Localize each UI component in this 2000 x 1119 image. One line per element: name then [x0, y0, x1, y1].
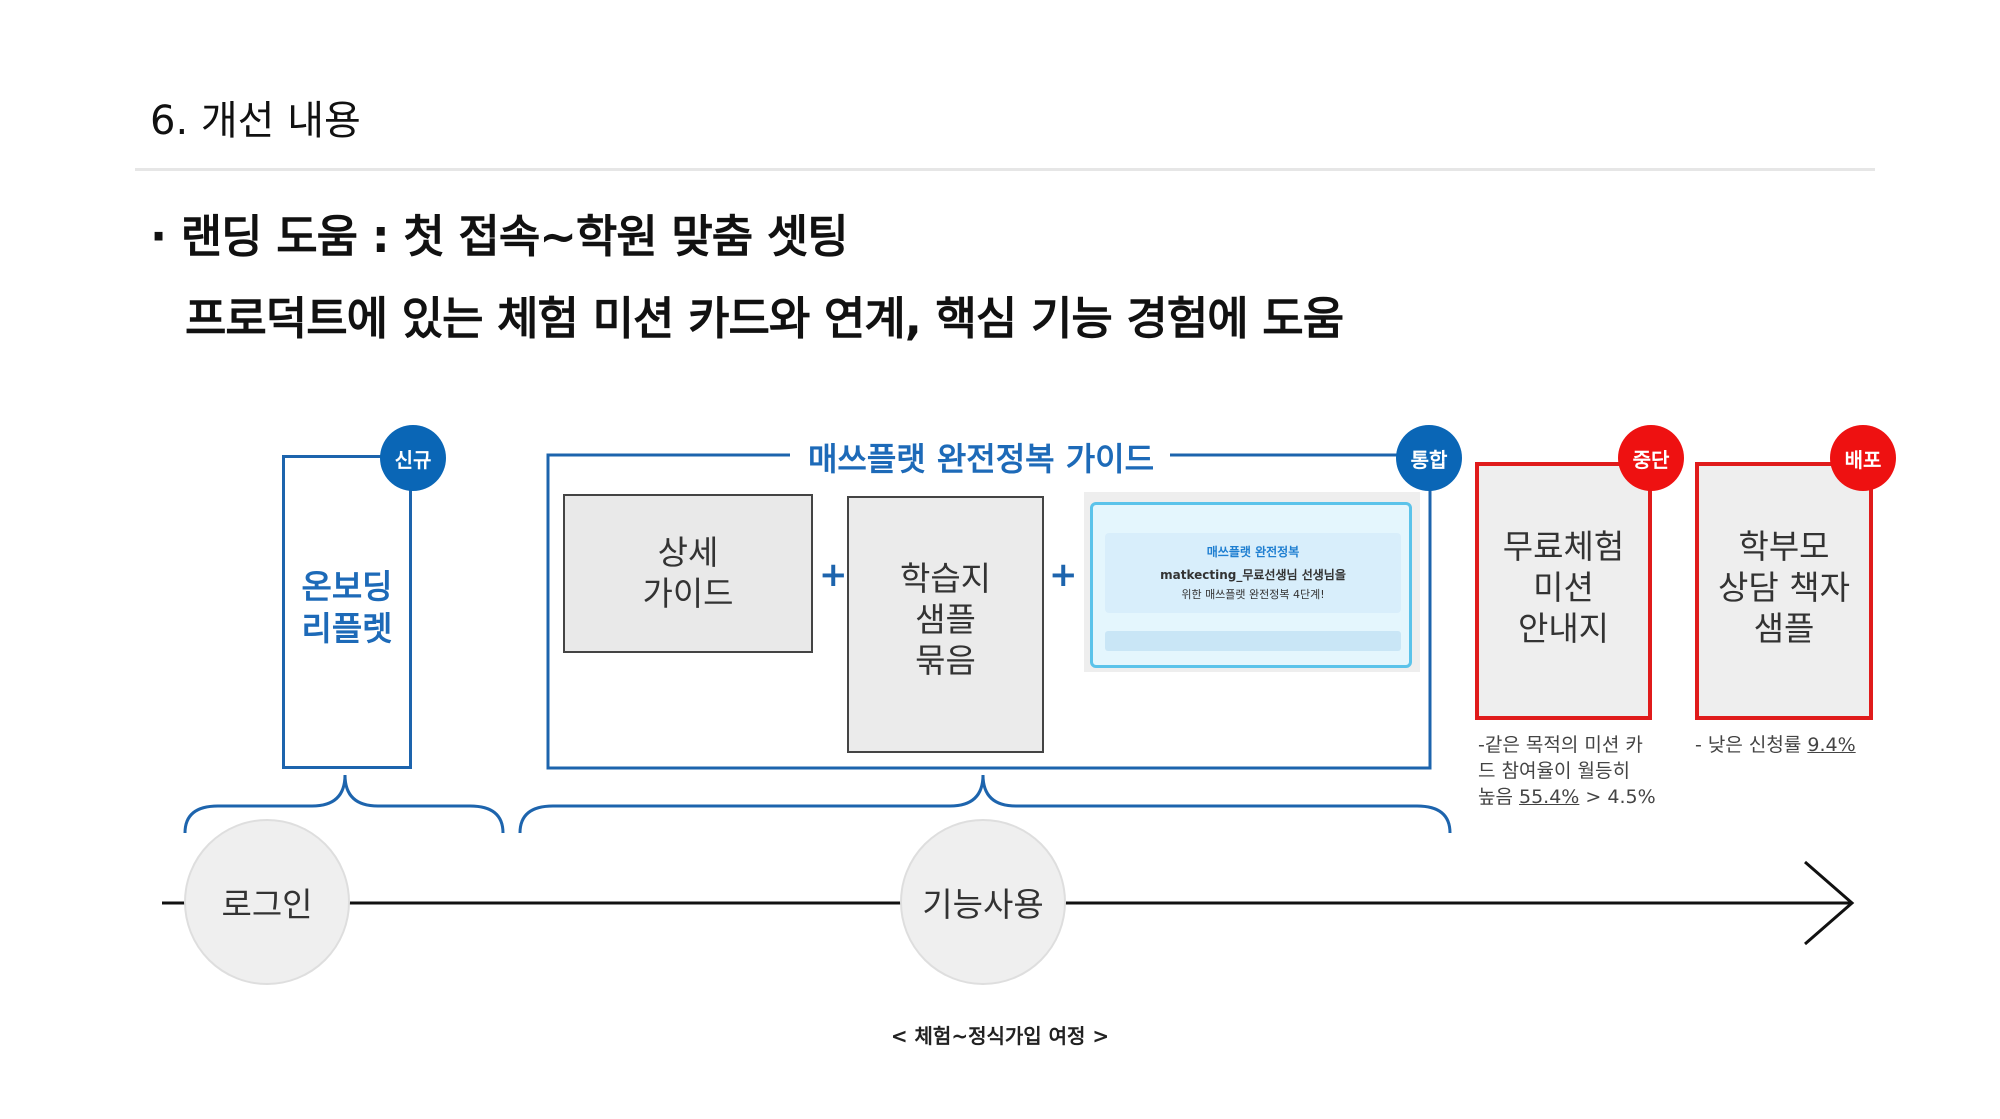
mission-note-prefix: 높음	[1478, 786, 1519, 808]
mission-line2: 미션	[1533, 568, 1594, 607]
parent-line1: 학부모	[1738, 527, 1830, 566]
guide-preview-title: 매쓰플랫 완전정복	[1206, 545, 1300, 559]
login-node: 로그인	[184, 819, 350, 985]
parent-note: - 낮은 신청률 9.4%	[1695, 732, 1895, 758]
worksheet-samples-line2: 샘플	[915, 600, 976, 639]
detailed-guide-card: 상세 가이드	[563, 494, 813, 653]
parent-booklet-box: 학부모 상담 책자 샘플	[1695, 462, 1873, 720]
onboarding-leaflet-box	[282, 455, 412, 769]
detailed-guide-label: 상세 가이드	[565, 532, 811, 614]
guide-title: 매쓰플랫 완전정복 가이드	[807, 440, 1155, 478]
guide-preview-line2: 위한 매쓰플랫 완전정복 4단계!	[1181, 588, 1325, 601]
worksheet-samples-label: 학습지 샘플 묶음	[849, 558, 1042, 681]
timeline-arrowhead	[1804, 860, 1855, 946]
feature-brace	[518, 774, 1452, 834]
worksheet-samples-line3: 묶음	[915, 641, 976, 680]
plus-sign-2: +	[1049, 555, 1078, 595]
merged-badge: 통합	[1396, 425, 1462, 491]
guide-preview-line1: matkecting_무료선생님 선생님을	[1160, 568, 1346, 582]
worksheet-samples-card: 학습지 샘플 묶음	[847, 496, 1044, 753]
parent-line3: 샘플	[1753, 609, 1815, 648]
mission-note-line2: 드 참여율이 월등히	[1478, 760, 1630, 782]
detailed-guide-line1: 상세	[657, 533, 719, 572]
new-badge: 신규	[380, 425, 446, 491]
onboarding-leaflet-label: 온보딩 리플렛	[282, 566, 412, 650]
mission-guide-box: 무료체험 미션 안내지	[1475, 462, 1652, 720]
header-divider	[135, 168, 1875, 171]
onboarding-line1: 온보딩	[301, 567, 393, 606]
plus-sign-1: +	[819, 555, 848, 595]
mission-line3: 안내지	[1517, 609, 1610, 648]
guide-preview-banner: 매쓰플랫 완전정복 matkecting_무료선생님 선생님을 위한 매쓰플랫 …	[1105, 533, 1401, 613]
guide-frame	[546, 453, 1432, 770]
mission-note-line3: 높음 55.4% > 4.5%	[1478, 784, 1668, 810]
mission-line1: 무료체험	[1502, 527, 1625, 566]
parent-line2: 상담 책자	[1718, 568, 1850, 607]
mission-note-value: 55.4%	[1519, 786, 1580, 808]
worksheet-samples-line1: 학습지	[899, 559, 992, 598]
headline: · 랜딩 도움 : 첫 접속~학원 맞춤 셋팅	[150, 210, 849, 263]
login-brace	[183, 774, 505, 834]
parent-note-value: 9.4%	[1807, 734, 1856, 756]
parent-booklet-label: 학부모 상담 책자 샘플	[1699, 526, 1869, 649]
guide-preview-folder: 매쓰플랫 완전정복 matkecting_무료선생님 선생님을 위한 매쓰플랫 …	[1090, 502, 1412, 668]
mission-note-line1: -같은 목적의 미션 카	[1478, 734, 1643, 756]
mission-note-suffix: > 4.5%	[1579, 786, 1656, 808]
section-title: 6. 개선 내용	[150, 98, 361, 144]
parent-note-prefix: - 낮은 신청률	[1695, 734, 1808, 756]
feature-use-node: 기능사용	[900, 819, 1066, 985]
onboarding-line2: 리플렛	[301, 609, 393, 648]
guide-preview-card: 매쓰플랫 완전정복 matkecting_무료선생님 선생님을 위한 매쓰플랫 …	[1084, 492, 1420, 672]
distribution-badge: 배포	[1830, 425, 1896, 491]
mission-guide-label: 무료체험 미션 안내지	[1479, 526, 1648, 649]
suspended-badge: 중단	[1618, 425, 1684, 491]
detailed-guide-line2: 가이드	[642, 574, 734, 613]
mission-note: -같은 목적의 미션 카 드 참여율이 월등히 높음 55.4% > 4.5%	[1478, 732, 1668, 810]
guide-preview-bar	[1105, 631, 1401, 651]
journey-caption: < 체험~정식가입 여정 >	[890, 1024, 1110, 1048]
subline: 프로덕트에 있는 체험 미션 카드와 연계, 핵심 기능 경험에 도움	[185, 292, 1344, 345]
